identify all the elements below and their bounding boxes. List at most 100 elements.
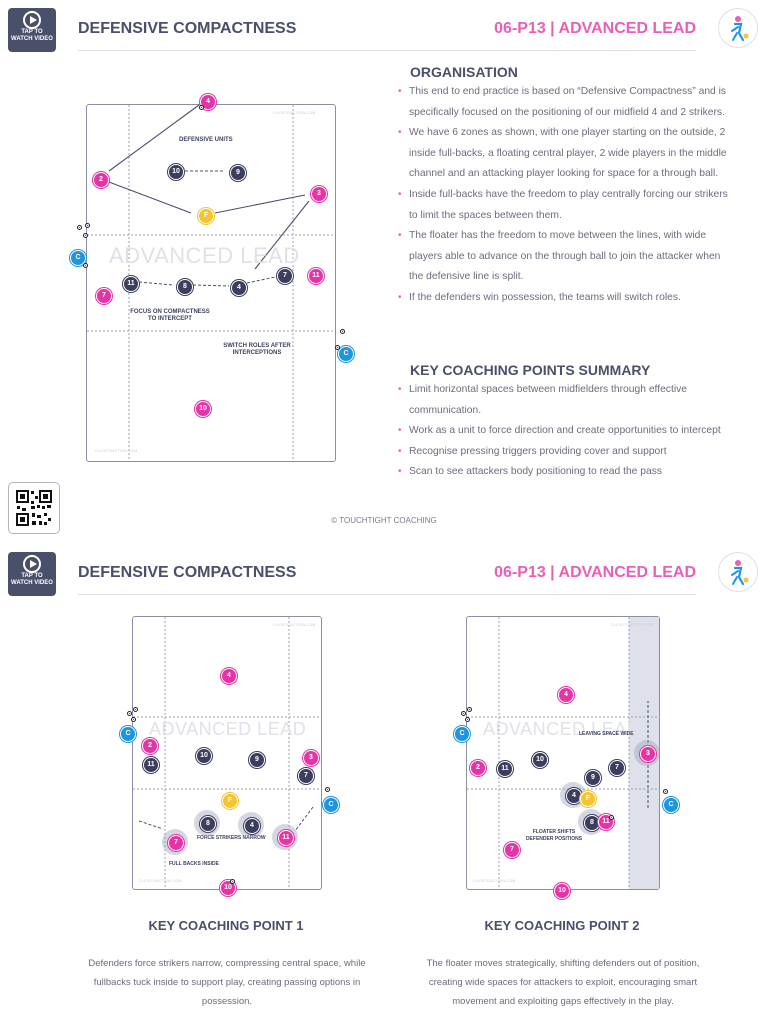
ball-icon xyxy=(464,716,470,722)
watermark: ADVANCED LEAD xyxy=(109,243,300,268)
organisation-heading: ORGANISATION xyxy=(410,64,518,80)
player-attacker: 10 xyxy=(195,401,211,417)
player-defender: 8 xyxy=(200,816,216,832)
header-divider xyxy=(78,594,696,595)
page-title: DEFENSIVE COMPACTNESS xyxy=(78,564,297,581)
list-item: Recognise pressing triggers providing co… xyxy=(398,442,728,463)
list-item: Scan to see attackers body positioning t… xyxy=(398,462,728,483)
player-coach: C xyxy=(338,346,354,362)
player-coach: C xyxy=(454,726,470,742)
player-defender: 7 xyxy=(298,768,314,784)
player-coach: C xyxy=(70,250,86,266)
player-attacker: 2 xyxy=(470,760,486,776)
ball-icon xyxy=(130,716,136,722)
diagram-label: FULL BACKS INSIDE xyxy=(169,861,219,867)
qr-code-icon[interactable] xyxy=(8,482,60,534)
diagram-label: FORCE STRIKERS NARROW xyxy=(197,835,266,841)
player-attacker: 10 xyxy=(554,883,570,899)
player-coach: C xyxy=(323,797,339,813)
player-attacker: 11 xyxy=(308,268,324,284)
player-attacker: 4 xyxy=(221,668,237,684)
player-defender: 8 xyxy=(177,279,193,295)
player-attacker: 4 xyxy=(558,687,574,703)
player-defender: 4 xyxy=(244,818,260,834)
pitch-lines xyxy=(467,617,659,889)
session-code: 06-P13 | ADVANCED LEAD xyxy=(494,20,696,37)
player-defender: 10 xyxy=(196,748,212,764)
key-points-list: Limit horizontal spaces between midfield… xyxy=(398,380,728,483)
ball-icon xyxy=(84,222,90,228)
practice-pitch: ADVANCED LEAD CLICKTOACTION.COM CLICKTOA… xyxy=(70,94,354,462)
ball-icon xyxy=(82,262,88,268)
pass-arrow xyxy=(214,194,306,214)
ball-icon xyxy=(229,878,235,884)
shift-arrow xyxy=(138,820,164,830)
coaching-pitch-1: ADVANCED LEAD CLICKTOACTION.COM CLICKTOA… xyxy=(120,616,339,896)
copyright: © TOUCHTIGHT COACHING xyxy=(331,516,437,525)
shift-arrow xyxy=(138,281,174,286)
key-points-heading: KEY COACHING POINTS SUMMARY xyxy=(410,362,651,378)
player-defender: 7 xyxy=(277,268,293,284)
player-attacker: 3 xyxy=(640,746,656,762)
play-icon xyxy=(23,11,41,29)
list-item: Inside full-backs have the freedom to pl… xyxy=(398,185,728,226)
shift-arrow xyxy=(294,806,314,832)
list-item: Limit horizontal spaces between midfield… xyxy=(398,380,728,421)
site-text: CLICKTOACTION.COM xyxy=(473,879,516,883)
player-attacker: 2 xyxy=(93,172,109,188)
ball-icon xyxy=(608,814,614,820)
player-attacker: 7 xyxy=(504,842,520,858)
site-text: CLICKTOACTION.COM xyxy=(611,623,654,627)
list-item: Work as a unit to force direction and cr… xyxy=(398,421,728,442)
key-point-1-text: Defenders force strikers narrow, compres… xyxy=(88,958,366,1007)
watermark: ADVANCED LEAD xyxy=(483,719,641,739)
player-attacker: 4 xyxy=(200,94,216,110)
player-floater: F xyxy=(198,208,214,224)
site-text: CLICKTOACTION.COM xyxy=(95,449,138,453)
shift-arrow xyxy=(192,284,230,287)
pass-arrow xyxy=(254,200,310,270)
pass-arrow xyxy=(100,178,192,214)
player-coach: C xyxy=(663,797,679,813)
list-item: If the defenders win possession, the tea… xyxy=(398,288,728,309)
ball-icon xyxy=(324,786,330,792)
coaching-pitch-2: ADVANCED LEAD CLICKTOACTION.COM CLICKTOA… xyxy=(454,616,679,899)
header-divider xyxy=(78,50,696,51)
shift-arrow xyxy=(246,276,276,284)
pitch-lines xyxy=(87,104,335,461)
player-attacker: 7 xyxy=(96,288,112,304)
player-defender: 7 xyxy=(609,760,625,776)
watch-video-button[interactable]: TAP TO WATCH VIDEO xyxy=(8,8,56,52)
player-attacker: 3 xyxy=(303,750,319,766)
ball-icon xyxy=(76,224,82,230)
ball-icon xyxy=(198,104,204,110)
key-point-1-heading: KEY COACHING POINT 1 xyxy=(148,918,304,933)
player-coach: C xyxy=(120,726,136,742)
player-defender: 11 xyxy=(123,276,139,292)
site-text: CLICKTOACTION.COM xyxy=(273,111,316,115)
ball-icon xyxy=(82,232,88,238)
watch-label: WATCH VIDEO xyxy=(11,580,53,586)
play-icon xyxy=(23,555,41,573)
ball-icon xyxy=(126,710,132,716)
player-attacker: 11 xyxy=(278,830,294,846)
watch-label: TAP TO xyxy=(21,573,43,579)
watch-video-button[interactable]: TAP TO WATCH VIDEO xyxy=(8,552,56,596)
watermark: ADVANCED LEAD xyxy=(149,719,307,739)
player-attacker: 10 xyxy=(220,880,236,896)
page-bottom: TAP TO WATCH VIDEO DEFENSIVE COMPACTNESS… xyxy=(0,544,768,1024)
player-defender: 11 xyxy=(497,761,513,777)
diagram-label: DEFENSIVE UNITS xyxy=(179,137,233,143)
ball-icon xyxy=(339,328,345,334)
watch-label: TAP TO xyxy=(21,29,43,35)
page-title: DEFENSIVE COMPACTNESS xyxy=(78,20,297,37)
site-text: CLICKTOACTION.COM xyxy=(273,623,316,627)
player-attacker: 3 xyxy=(311,186,327,202)
player-attacker: 7 xyxy=(168,835,184,851)
player-floater: F xyxy=(580,791,596,807)
ball-icon xyxy=(466,706,472,712)
pitch-lines xyxy=(133,617,321,889)
page-top: TAP TO WATCH VIDEO DEFENSIVE COMPACTNESS… xyxy=(0,0,768,540)
brand-logo-icon xyxy=(718,552,758,592)
